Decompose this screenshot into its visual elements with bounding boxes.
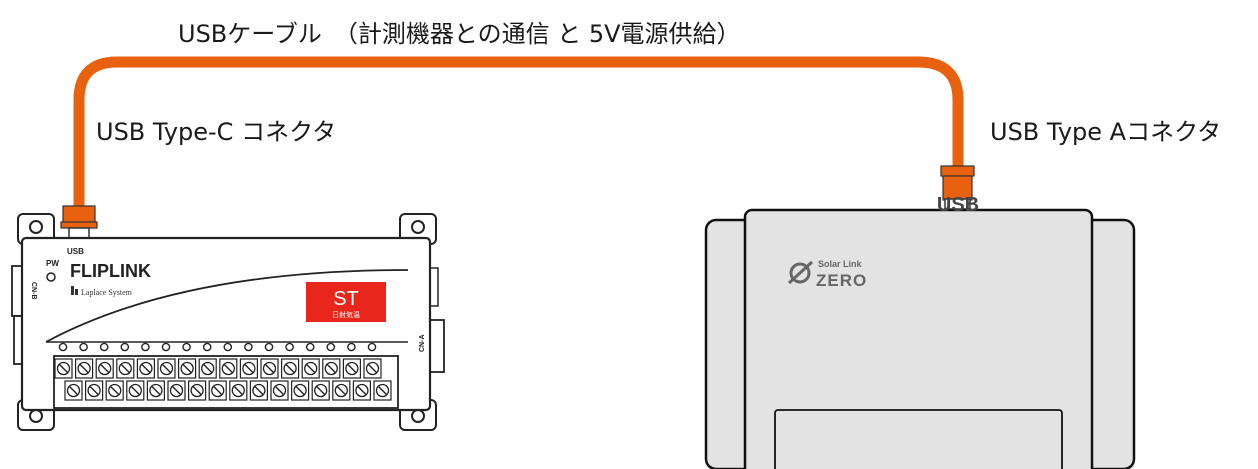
- mount-hole-top-left: [29, 220, 43, 234]
- terminal-indicator: [202, 342, 212, 352]
- solar-link-zero: USB Solar Link ZERO: [704, 165, 1136, 469]
- screw-slot: [326, 364, 336, 373]
- mount-hole-bottom-right: [411, 409, 425, 423]
- screw-slot: [79, 364, 89, 373]
- model-badge: [306, 282, 386, 322]
- usb-port-label: USB: [67, 247, 84, 256]
- screw-slot: [316, 386, 326, 395]
- terminal-indicator: [120, 342, 130, 352]
- pw-led: [46, 272, 56, 282]
- screw-slot: [110, 386, 120, 395]
- screw-slot: [192, 386, 202, 395]
- screw-slot: [285, 364, 295, 373]
- terminal-indicator: [244, 342, 253, 352]
- terminal-indicator: [305, 342, 315, 352]
- screw-slot: [336, 386, 346, 395]
- cn-a-connector: [429, 319, 445, 373]
- screw-slot: [357, 386, 367, 395]
- usb-type-c-label: USB Type-C コネクタ: [96, 118, 336, 146]
- screw-slot: [151, 386, 161, 395]
- usb-a-plug: [940, 165, 975, 177]
- screw-slot: [141, 364, 151, 373]
- fliplink-logger: USB PW FLIPLINK Laplace System CN-B CN-A…: [11, 205, 445, 431]
- usb-cable: [73, 56, 964, 208]
- screw-slot: [120, 364, 130, 373]
- screw-slot: [69, 386, 78, 395]
- terminal-indicators: [58, 342, 377, 352]
- screw-slot: [162, 364, 171, 373]
- cable-label: USBケーブル （計測機器との通信 と 5V電源供給）: [178, 20, 741, 48]
- terminal-indicator: [182, 342, 191, 352]
- screw-slot: [203, 364, 213, 373]
- mount-hole-bottom-left: [29, 409, 43, 423]
- screw-slot: [306, 364, 316, 373]
- right-side-tab: [429, 267, 439, 307]
- zero-brand-big: ZERO: [816, 271, 867, 290]
- zero-body: [743, 208, 1094, 469]
- zero-logo-icon: [787, 260, 814, 285]
- screw-slot: [378, 386, 387, 395]
- zero-usb-label: USB: [937, 194, 979, 216]
- screw-slot: [223, 364, 233, 373]
- panel-curve: [45, 269, 409, 343]
- screw-slot: [265, 364, 274, 373]
- terminal-screws: [54, 358, 392, 401]
- zero-window: [774, 409, 1063, 469]
- screw-slot: [275, 386, 284, 395]
- screw-slot: [213, 386, 223, 395]
- terminal-indicator: [285, 342, 294, 352]
- usb-type-a-label: USB Type Aコネクタ: [990, 118, 1221, 146]
- usb-c-plug-body: [60, 221, 98, 229]
- maker-name: Laplace System: [81, 288, 133, 297]
- terminal-indicator: [367, 342, 377, 352]
- terminal-indicator: [347, 342, 356, 352]
- cn-b-label: CN-B: [30, 282, 37, 300]
- screw-slot: [254, 386, 264, 395]
- terminal-indicator: [141, 342, 150, 352]
- terminal-indicator: [58, 342, 68, 352]
- maker-logo-mark: [71, 286, 74, 295]
- screw-slot: [130, 386, 140, 395]
- screw-slot: [368, 364, 377, 373]
- brand-logo: FLIPLINK: [70, 261, 151, 281]
- pw-label: PW: [46, 259, 59, 268]
- terminal-indicator: [79, 342, 88, 352]
- terminal-indicator: [223, 342, 233, 352]
- screw-slot: [182, 364, 192, 373]
- screw-slot: [347, 364, 357, 373]
- terminal-indicator: [326, 342, 336, 352]
- terminal-indicator: [99, 342, 109, 352]
- screw-slot: [244, 364, 254, 373]
- screw-slot: [59, 364, 68, 373]
- screw-slot: [295, 386, 305, 395]
- model-desc: 日射気温: [332, 310, 360, 319]
- screw-slot: [89, 386, 99, 395]
- maker-logo-mark-2: [75, 289, 78, 295]
- screw-slot: [172, 386, 181, 395]
- mount-hole-top-right: [411, 220, 425, 234]
- zero-brand-small: Solar Link: [818, 259, 863, 269]
- screw-slot: [100, 364, 110, 373]
- terminal-indicator: [161, 342, 171, 352]
- cn-a-label: CN-A: [419, 335, 426, 353]
- model-code: ST: [333, 288, 359, 310]
- terminal-indicator: [264, 342, 274, 352]
- screw-slot: [233, 386, 243, 395]
